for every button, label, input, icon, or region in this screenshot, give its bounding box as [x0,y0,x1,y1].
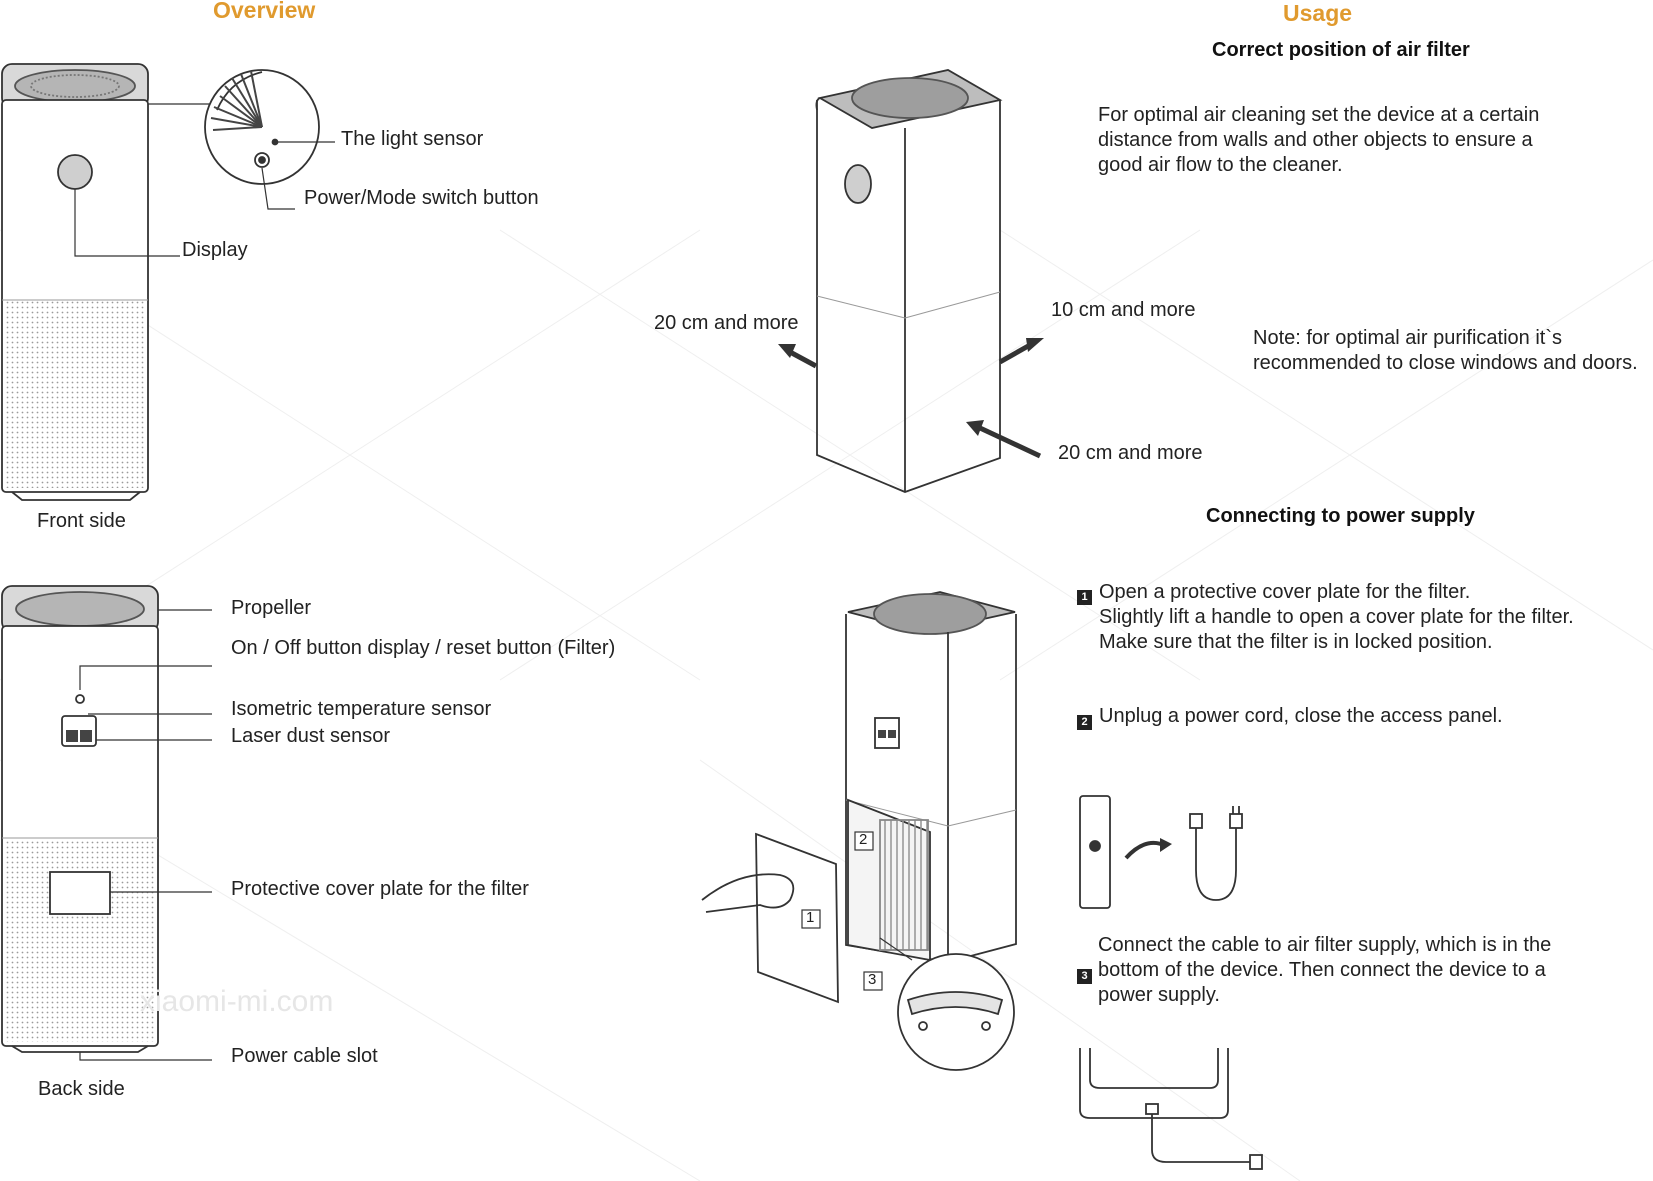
step-3-line-1: Connect the cable to air filter supply, … [1098,934,1552,956]
usage-note: Note: for optimal air purification it`s … [1253,327,1638,374]
callout-power-mode-button: Power/Mode switch button [304,187,539,209]
overview-heading: Overview [213,0,316,23]
callout-cover-plate: Protective cover plate for the filter [231,878,529,900]
diagram-number-2: 2 [859,831,868,848]
step-3-text: Connect the cable to air filter supply, … [1098,933,1551,1008]
diagram-number-1: 1 [806,909,815,926]
callout-laser-dust-sensor: Laser dust sensor [231,725,390,747]
watermark-site-text: xiaomi-mi.com [140,985,334,1018]
step-2-marker: 2 [1077,715,1092,730]
distance-top-right-label: 10 cm and more [1051,299,1196,321]
callout-propeller: Propeller [231,597,312,619]
step-2-text: Unplug a power cord, close the access pa… [1099,704,1503,729]
back-side-label: Back side [38,1078,125,1100]
front-device-illustration [1,63,335,501]
callout-display: Display [182,239,248,261]
step-3-marker: 3 [1077,969,1092,984]
step-3-line-3: power supply. [1098,984,1220,1006]
back-device-illustration [1,585,212,1061]
step-1-line-1: Open a protective cover plate for the fi… [1099,581,1471,603]
filter-access-illustration [701,591,1017,1071]
step-3-line-2: bottom of the device. Then connect the d… [1098,959,1546,981]
distance-bottom-right-label: 20 cm and more [1058,442,1203,464]
step-2-line-1: Unplug a power cord, close the access pa… [1099,705,1503,727]
diagram-number-3: 3 [868,971,877,988]
step-1-line-3: Make sure that the filter is in locked p… [1099,631,1493,653]
position-title: Correct position of air filter [1212,39,1470,61]
step-1-line-2: Slightly lift a handle to open a cover p… [1099,606,1574,628]
usage-heading: Usage [1283,0,1353,26]
device-bottom-illustration [1079,1048,1263,1170]
callout-light-sensor: The light sensor [341,128,484,150]
power-cable-illustration [1079,795,1243,909]
position-description: For optimal air cleaning set the device … [1098,104,1540,176]
step-1-marker: 1 [1077,590,1092,605]
callout-temperature-sensor: Isometric temperature sensor [231,698,492,720]
callout-onoff-button: On / Off button display / reset button (… [231,637,616,659]
power-title: Connecting to power supply [1206,505,1475,527]
callout-power-cable-slot: Power cable slot [231,1045,378,1067]
positioning-device-illustration [778,69,1044,493]
distance-left-label: 20 cm and more [654,312,799,334]
step-1-text: Open a protective cover plate for the fi… [1099,580,1574,655]
front-side-label: Front side [37,510,126,532]
